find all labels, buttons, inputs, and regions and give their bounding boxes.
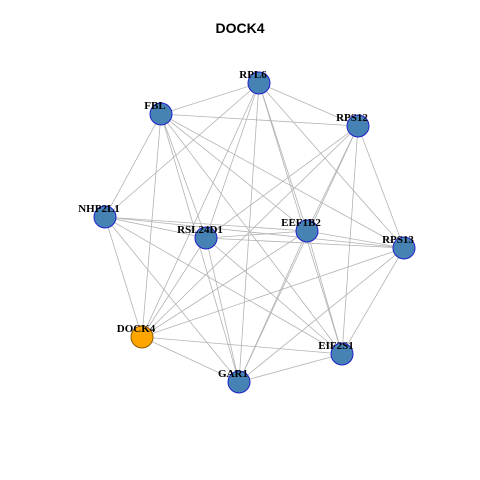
- edge-rps13-eif2s1: [341, 247, 405, 355]
- node-layer: [93, 71, 416, 394]
- edge-fbl-rps13: [160, 113, 405, 249]
- node-dock4[interactable]: [130, 325, 154, 349]
- edge-fbl-nhp2l1: [104, 113, 162, 218]
- node-label-gar1: GAR1: [218, 368, 248, 380]
- node-rsl24d1[interactable]: [194, 226, 218, 250]
- node-label-rps13: RPS13: [382, 234, 414, 246]
- edge-rps12-eif2s1: [341, 125, 359, 355]
- edge-nhp2l1-eif2s1: [104, 216, 343, 355]
- edge-nhp2l1-rps13: [104, 216, 405, 249]
- edge-dock4-eif2s1: [141, 336, 343, 355]
- node-eef1b2[interactable]: [295, 219, 319, 243]
- node-rps12[interactable]: [346, 114, 370, 138]
- edge-rps13-dock4: [141, 247, 405, 338]
- edge-rpl6-rps12: [258, 82, 359, 127]
- edge-rps12-rsl24d1: [205, 125, 359, 239]
- edge-rpl6-rps13: [258, 82, 405, 249]
- edge-fbl-rsl24d1: [160, 113, 207, 239]
- edge-nhp2l1-dock4: [104, 216, 143, 338]
- edge-nhp2l1-eef1b2: [104, 216, 308, 232]
- node-label-fbl: FBL: [144, 100, 165, 112]
- node-gar1[interactable]: [227, 370, 251, 394]
- edge-rps12-rps13: [357, 125, 405, 249]
- node-label-rsl24d1: RSL24D1: [177, 224, 223, 236]
- edge-eef1b2-eif2s1: [306, 230, 343, 355]
- node-fbl[interactable]: [149, 102, 173, 126]
- node-nhp2l1[interactable]: [93, 205, 117, 229]
- edge-rsl24d1-eif2s1: [205, 237, 343, 355]
- edge-rpl6-eef1b2: [258, 82, 308, 232]
- edge-fbl-dock4: [141, 113, 162, 338]
- edge-nhp2l1-rsl24d1: [104, 216, 207, 239]
- edge-rps12-gar1: [238, 125, 359, 383]
- edge-rpl6-rsl24d1: [205, 82, 260, 239]
- node-label-eef1b2: EEF1B2: [281, 217, 321, 229]
- edge-rps13-gar1: [238, 247, 405, 383]
- edge-rpl6-eif2s1: [258, 82, 343, 355]
- node-label-nhp2l1: NHP2L1: [78, 203, 120, 215]
- edge-rpl6-fbl: [160, 82, 260, 115]
- edge-rsl24d1-eef1b2: [205, 230, 308, 239]
- edge-rpl6-dock4: [141, 82, 260, 338]
- edge-eef1b2-rps13: [306, 230, 405, 249]
- edge-nhp2l1-gar1: [104, 216, 240, 383]
- node-rps13[interactable]: [392, 236, 416, 260]
- edge-rps12-dock4: [141, 125, 359, 338]
- node-label-rpl6: RPL6: [239, 69, 267, 81]
- edge-dock4-gar1: [141, 336, 240, 383]
- edge-eef1b2-dock4: [141, 230, 308, 338]
- node-rpl6[interactable]: [247, 71, 271, 95]
- graph-title: DOCK4: [215, 20, 265, 36]
- edge-layer: [104, 82, 405, 383]
- node-label-dock4: DOCK4: [117, 323, 156, 335]
- node-eif2s1[interactable]: [330, 342, 354, 366]
- edge-fbl-eif2s1: [160, 113, 343, 355]
- node-label-eif2s1: EIF2S1: [318, 340, 353, 352]
- edge-fbl-rps12: [160, 113, 359, 127]
- node-label-rps12: RPS12: [336, 112, 368, 124]
- edge-fbl-eef1b2: [160, 113, 308, 232]
- edge-eif2s1-gar1: [238, 353, 343, 383]
- edge-rsl24d1-dock4: [141, 237, 207, 338]
- edge-eef1b2-gar1: [238, 230, 308, 383]
- edge-rsl24d1-rps13: [205, 237, 405, 249]
- edge-rpl6-nhp2l1: [104, 82, 260, 218]
